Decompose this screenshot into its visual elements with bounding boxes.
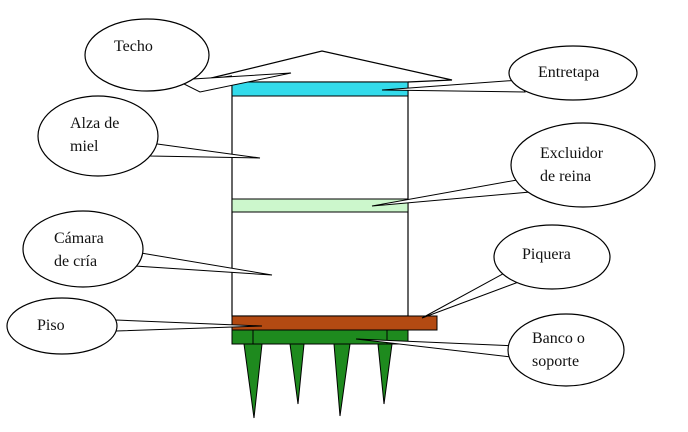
stand-leg	[289, 343, 305, 405]
label-camara-de-cria: Cámara de cría	[54, 230, 104, 270]
label-piquera: Piquera	[522, 246, 571, 263]
label-entretapa: Entretapa	[538, 64, 600, 81]
callout-piquera	[421, 224, 611, 319]
stand-leg	[333, 343, 351, 417]
queen-excluder	[231, 198, 409, 213]
callout-piso	[6, 297, 263, 355]
hive-floor	[231, 315, 438, 331]
label-excluidor-de-reina: Excluidor de reina	[540, 145, 604, 185]
callout-camara	[22, 210, 273, 288]
callout-techo	[84, 18, 292, 93]
stand-top	[231, 329, 409, 345]
callout-banco	[355, 313, 625, 387]
callout-alza	[37, 95, 261, 177]
label-banco-o-soporte: Banco o soporte	[532, 330, 585, 370]
callout-entretapa	[381, 45, 638, 101]
stand-leg	[377, 343, 393, 405]
label-techo: Techo	[114, 38, 153, 55]
label-piso: Piso	[37, 317, 65, 334]
callout-excluidor	[371, 122, 656, 208]
inner-cover	[231, 81, 409, 97]
label-alza-de-miel: Alza de miel	[70, 115, 120, 155]
stand-leg	[243, 343, 263, 419]
